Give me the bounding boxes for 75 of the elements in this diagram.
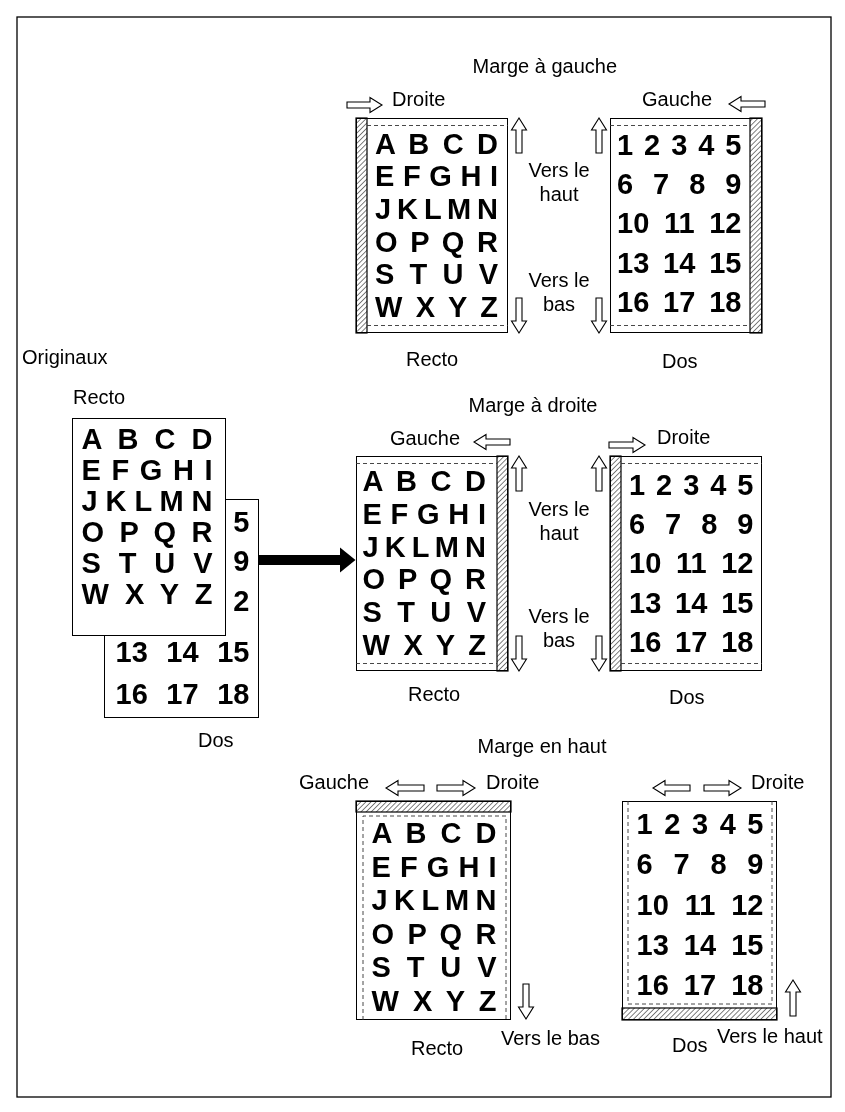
direction-label: Vers le bas — [527, 604, 591, 652]
letter-row: E F G H I — [375, 162, 498, 192]
letter-row: E F G H I — [81, 456, 213, 485]
number-row: 6 7 8 9 — [636, 850, 764, 880]
number-row: 1 2 3 4 5 — [629, 470, 754, 500]
letter-row: J K L M N — [375, 194, 498, 224]
direction-label: Gauche — [642, 87, 713, 111]
section-title: Marge en haut — [477, 734, 607, 758]
letter-row: W X Y Z — [375, 293, 498, 322]
letter-row: J K L M N — [371, 886, 497, 916]
letter-row: W X Y Z — [362, 631, 486, 660]
letter-row: S T U V — [362, 598, 486, 628]
direction-label: Droite — [392, 87, 446, 111]
page-label: Dos — [669, 685, 705, 709]
number-row-text: 2 — [232, 587, 250, 616]
letter-row: W X Y Z — [81, 580, 213, 609]
letter-row: S T U V — [81, 549, 213, 578]
paper-sheet — [72, 418, 226, 636]
number-row: 16 17 18 — [629, 628, 754, 658]
letter-row: A B C D — [375, 129, 498, 159]
section-title: Marge à gauche — [472, 54, 618, 78]
page-label: Recto — [408, 682, 461, 706]
direction-label: Droite — [751, 770, 805, 794]
letter-row: O P Q R — [362, 565, 486, 595]
number-row: 1 2 3 4 5 — [617, 130, 742, 160]
direction-label: Vers le bas — [501, 1026, 600, 1050]
number-row-text: 9 — [232, 547, 250, 576]
page-label: Dos — [198, 728, 234, 752]
arrow — [259, 547, 356, 573]
number-row: 6 7 8 9 — [629, 509, 754, 539]
number-row: 16 17 18 — [636, 971, 764, 1001]
number-row: 10 11 12 — [629, 549, 754, 579]
number-row: 16 17 18 — [617, 288, 742, 318]
direction-label: Droite — [486, 770, 540, 794]
direction-label: Vers le haut — [527, 158, 591, 206]
number-row: 13 14 15 — [617, 248, 742, 278]
letter-row: E F G H I — [362, 499, 486, 529]
letter-row: A B C D — [371, 819, 497, 848]
letter-row: E F G H I — [371, 852, 497, 882]
number-row-text: 5 — [232, 508, 250, 537]
letter-row: A B C D — [81, 425, 213, 454]
paper-sheet — [610, 456, 762, 671]
number-row: 13 14 15 — [636, 930, 764, 960]
page-label: Recto — [73, 385, 126, 409]
number-row: 10 11 12 — [636, 890, 764, 920]
letter-row: O P Q R — [375, 227, 498, 257]
direction-label: Gauche — [390, 426, 461, 450]
letter-row: J K L M N — [362, 532, 486, 562]
letter-row: O P Q R — [81, 518, 213, 547]
letter-row: W X Y Z — [371, 987, 497, 1016]
number-row: 16 17 18 — [115, 680, 250, 709]
letter-row: O P Q R — [371, 919, 497, 949]
page-label: Dos — [672, 1033, 708, 1057]
page-label: Recto — [411, 1036, 464, 1060]
number-row: 1 2 3 4 5 — [636, 810, 764, 839]
number-row: 10 11 12 — [617, 209, 742, 239]
direction-label: Vers le haut — [527, 496, 591, 545]
letter-row: S T U V — [371, 953, 497, 983]
direction-label: Vers le haut — [717, 1024, 823, 1048]
direction-label: Droite — [657, 425, 711, 449]
letter-row: J K L M N — [81, 487, 213, 516]
page-label: Dos — [662, 349, 698, 373]
paper-sheet — [610, 118, 762, 333]
group-title: Originaux — [22, 345, 108, 369]
page-label: Recto — [406, 347, 459, 371]
direction-label: Vers le bas — [527, 267, 591, 316]
direction-label: Gauche — [299, 770, 370, 794]
paper-sheet — [356, 118, 508, 333]
paper-sheet — [356, 456, 508, 671]
section-title: Marge à droite — [468, 393, 598, 417]
number-row: 6 7 8 9 — [617, 169, 742, 199]
number-row: 13 14 15 — [115, 638, 250, 667]
letter-row: S T U V — [375, 260, 498, 290]
number-row: 13 14 15 — [629, 588, 754, 618]
letter-row: A B C D — [362, 467, 486, 496]
